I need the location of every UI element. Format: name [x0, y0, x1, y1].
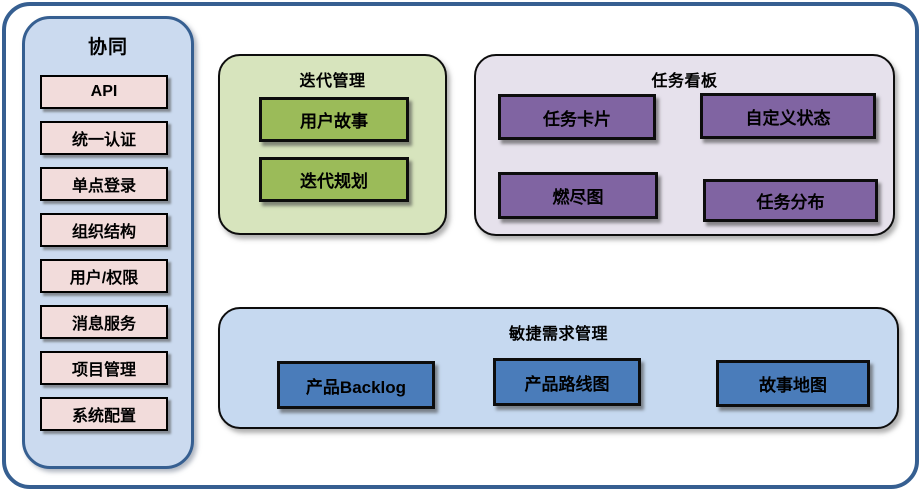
sidebar-item-unified-auth: 统一认证 [40, 121, 168, 155]
sidebar-item-user-permissions: 用户/权限 [40, 259, 168, 293]
sidebar-item-system-config: 系统配置 [40, 397, 168, 431]
sidebar-item-project-mgmt: 项目管理 [40, 351, 168, 385]
sidebar-item-message-service: 消息服务 [40, 305, 168, 339]
sidebar-title: 协同 [87, 37, 128, 58]
node-product-backlog: 产品Backlog [277, 361, 435, 409]
group-task-board-title: 任务看板 [651, 73, 718, 90]
sidebar-item-list: API 统一认证 单点登录 组织结构 用户/权限 消息服务 项目管理 系统配置 [40, 75, 168, 431]
node-product-roadmap: 产品路线图 [493, 358, 641, 406]
group-task-board: 任务看板 任务卡片 自定义状态 燃尽图 任务分布 [474, 54, 895, 236]
group-iteration-management: 迭代管理 用户故事 迭代规划 [218, 54, 447, 235]
sidebar-collaboration: 协同 API 统一认证 单点登录 组织结构 用户/权限 消息服务 项目管理 系统… [22, 16, 194, 469]
group-iteration-management-title: 迭代管理 [299, 73, 366, 90]
node-task-card: 任务卡片 [498, 94, 656, 140]
node-custom-status: 自定义状态 [700, 93, 876, 139]
sidebar-item-api: API [40, 75, 168, 109]
sidebar-item-sso: 单点登录 [40, 167, 168, 201]
group-agile-requirements: 敏捷需求管理 产品Backlog 产品路线图 故事地图 [218, 307, 899, 429]
sidebar-item-org-structure: 组织结构 [40, 213, 168, 247]
group-agile-requirements-title: 敏捷需求管理 [508, 326, 608, 343]
node-task-distribution: 任务分布 [703, 179, 878, 222]
node-burndown-chart: 燃尽图 [498, 172, 658, 219]
node-iteration-planning: 迭代规划 [259, 157, 409, 202]
node-story-map: 故事地图 [716, 360, 870, 407]
node-user-story: 用户故事 [259, 97, 409, 142]
